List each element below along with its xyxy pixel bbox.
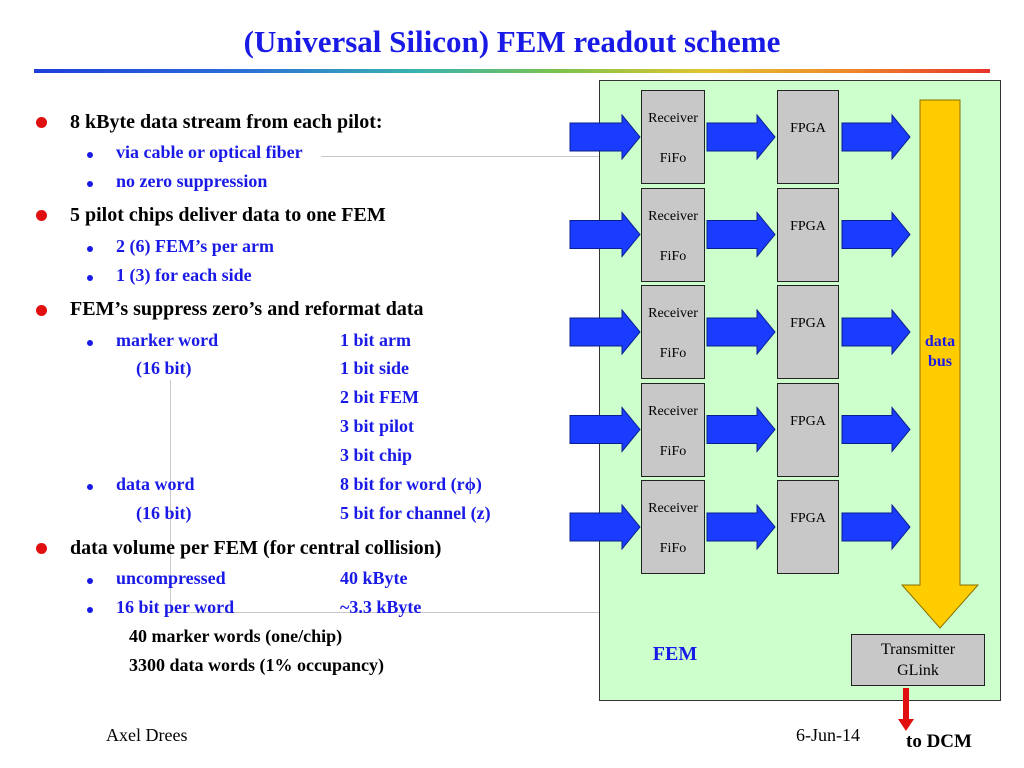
fpga-box: FPGA [777,285,839,379]
sub-bullet-dot [87,275,93,281]
fifo-label: FiFo [659,151,687,166]
input-arrow [569,308,641,356]
marker-field-3: 2 bit FEM [340,387,419,407]
data-bus-label: data bus [918,332,962,372]
receiver-to-fpga-arrow [706,211,776,258]
bullet-dot [36,210,47,221]
marker-field-1: 1 bit arm [340,330,411,350]
bullet-4-text: data volume per FEM (for central collisi… [70,537,442,559]
fpga-box: FPGA [777,480,839,574]
to-dcm-label: to DCM [906,731,972,752]
title-underline [34,69,990,73]
fpga-box: FPGA [777,382,839,477]
fpga-to-bus-arrow [841,113,911,161]
note-data-words: 3300 data words (1% occupancy) [129,655,384,675]
bullet-1-sub-2: no zero suppression [116,171,268,191]
note-marker-words: 40 marker words (one/chip) [129,626,343,646]
transmitter-label: Transmitter [880,641,956,658]
sub-bullet-dot [87,607,93,613]
marker-word-bits: (16 bit) [136,358,192,378]
slide-title: (Universal Silicon) FEM readout scheme [243,24,781,59]
input-arrow [569,406,641,453]
receiver-label: Receiver [648,111,698,126]
guide-line [321,156,599,157]
receiver-to-fpga-arrow [706,113,776,161]
data-bus-label-line-1: data [924,333,956,350]
bullet-3-text: FEM’s suppress zero’s and reformat data [70,298,424,320]
uncompressed-value: 40 kByte [340,568,408,588]
marker-word-label: marker word [116,330,219,350]
data-bus-label-line-2: bus [927,353,953,370]
fpga-label: FPGA [790,413,826,429]
sub-bullet-dot [87,340,93,346]
marker-field-2: 1 bit side [340,358,410,378]
fpga-box: FPGA [777,90,839,184]
receiver-to-fpga-arrow [706,308,776,356]
bullet-dot [36,305,47,316]
fifo-label: FiFo [659,541,687,556]
sub-bullet-dot [87,484,93,490]
bullet-2-text: 5 pilot chips deliver data to one FEM [70,204,386,226]
guide-line [170,380,171,612]
footer-author: Axel Drees [106,725,188,745]
fifo-label: FiFo [659,443,687,459]
fpga-label: FPGA [790,218,826,234]
bullet-1-text: 8 kByte data stream from each pilot: [70,111,383,133]
glink-label: GLink [897,662,939,679]
input-arrow [569,113,641,161]
fpga-label: FPGA [790,121,826,136]
footer-date: 6-Jun-14 [796,725,860,745]
fem-label: FEM [652,643,698,665]
receiver-to-fpga-arrow [706,406,776,453]
bullet-1-sub-1: via cable or optical fiber [116,142,303,162]
data-word-bits: (16 bit) [136,503,192,523]
marker-field-4: 3 bit pilot [340,416,415,436]
sub-bullet-dot [87,578,93,584]
fpga-to-bus-arrow [841,406,911,453]
sub-bullet-dot [87,246,93,252]
fpga-box: FPGA [777,187,839,282]
sub-bullet-dot [87,152,93,158]
data-word-label: data word [116,474,195,494]
receiver-label: Receiver [648,306,698,321]
fpga-to-bus-arrow [841,503,911,551]
receiver-to-fpga-arrow [706,503,776,551]
data-field-1: 8 bit for word (rϕ) [340,474,482,494]
fifo-label: FiFo [659,248,687,264]
input-arrow [569,503,641,551]
receiver-label: Receiver [648,208,698,224]
to-dcm-arrow [898,688,914,731]
fpga-to-bus-arrow [841,308,911,356]
fifo-label: FiFo [659,346,687,361]
per-word-value: ~3.3 kByte [340,597,422,617]
fpga-label: FPGA [790,511,826,526]
transmitter-glink-box: Transmitter GLink [851,634,985,686]
marker-field-5: 3 bit chip [340,445,413,465]
receiver-label: Receiver [648,403,698,419]
input-arrow [569,211,641,258]
sub-bullet-dot [87,181,93,187]
fpga-to-bus-arrow [841,211,911,258]
fpga-label: FPGA [790,316,826,331]
data-field-2: 5 bit for channel (z) [340,503,491,523]
guide-line [170,612,599,613]
bullet-dot [36,117,47,128]
bullet-dot [36,543,47,554]
data-bus-arrow [900,99,980,629]
bullet-2-sub-2: 1 (3) for each side [116,265,252,285]
receiver-label: Receiver [648,501,698,516]
per-word-label: 16 bit per word [116,597,235,617]
bullet-2-sub-1: 2 (6) FEM’s per arm [116,236,274,256]
uncompressed-label: uncompressed [116,568,226,588]
